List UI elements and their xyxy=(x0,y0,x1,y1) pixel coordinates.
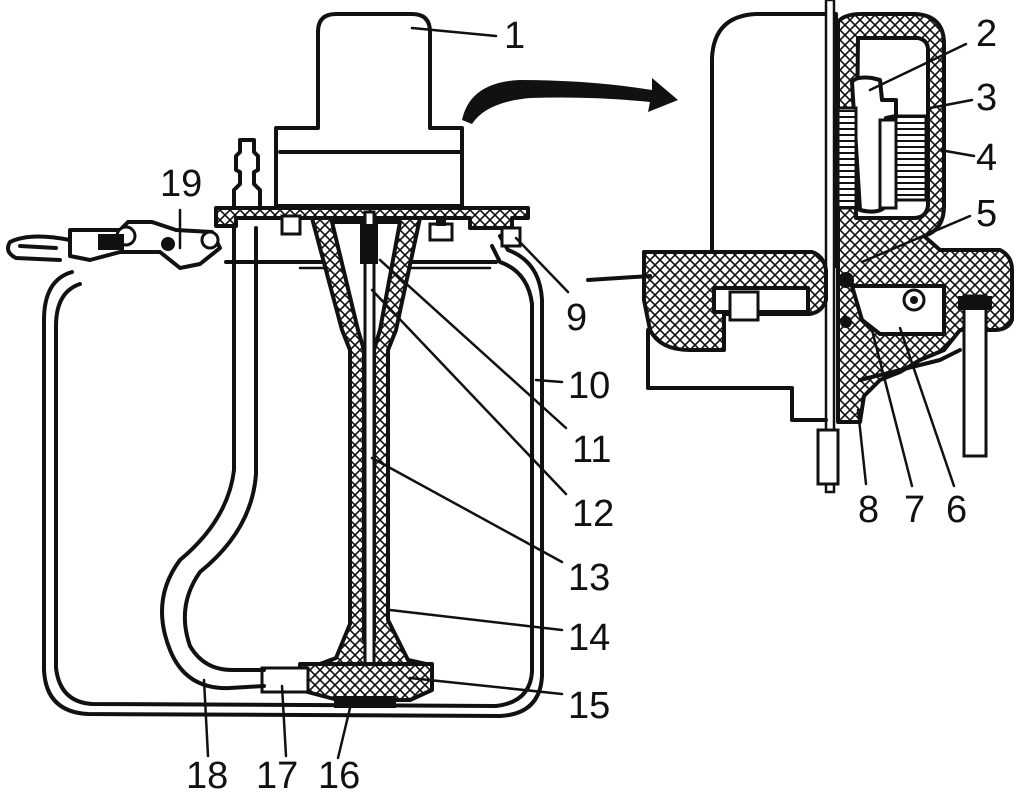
callout-labels: 1 2 3 4 5 6 7 8 9 10 11 12 13 14 15 16 1… xyxy=(160,13,997,794)
callout-3: 3 xyxy=(976,77,997,119)
detail-magnet xyxy=(894,114,928,202)
flange-bolt-left xyxy=(280,214,302,236)
leader-lines-right xyxy=(856,42,976,488)
callout-10: 10 xyxy=(568,365,610,407)
reservoir-assembly xyxy=(6,12,570,760)
cap-latch xyxy=(6,220,222,270)
callout-2: 2 xyxy=(976,13,997,55)
callout-5: 5 xyxy=(976,193,997,235)
tank-outer-wall xyxy=(42,234,544,718)
callout-6: 6 xyxy=(946,489,967,531)
callout-1: 1 xyxy=(504,15,525,57)
callout-17: 17 xyxy=(256,755,298,794)
detail-shaft-tip xyxy=(816,428,840,486)
callout-13: 13 xyxy=(568,557,610,599)
detail-flange-inner xyxy=(712,286,810,314)
tank-inner-wall xyxy=(54,244,534,708)
impeller-disc xyxy=(334,696,396,708)
outlet-hose-outer xyxy=(160,226,266,691)
hose-nipple xyxy=(232,138,262,210)
detail-arrow xyxy=(462,78,678,124)
detail-seal-ring xyxy=(838,272,854,288)
outlet-hose-inner xyxy=(182,226,266,672)
callout-18: 18 xyxy=(186,755,228,794)
detail-rotor xyxy=(850,75,898,214)
callout-4: 4 xyxy=(976,137,997,179)
pump-motor-housing xyxy=(274,12,464,208)
callout-15: 15 xyxy=(568,685,610,727)
detail-spring xyxy=(836,106,858,210)
detail-bolt-right xyxy=(962,294,988,458)
detail-shaft xyxy=(824,0,836,494)
callout-11: 11 xyxy=(572,429,611,471)
leader-lines-left xyxy=(178,26,570,760)
callout-7: 7 xyxy=(904,489,925,531)
flange-bolt-right xyxy=(428,216,454,242)
callout-12: 12 xyxy=(572,493,614,535)
flange-clip-right xyxy=(500,226,522,248)
callout-14: 14 xyxy=(568,617,610,659)
callout-19: 19 xyxy=(160,163,202,205)
detail-lower-outline xyxy=(858,348,962,382)
pump-detail-section xyxy=(586,0,1014,494)
outlet-fitting xyxy=(260,666,310,694)
callout-9: 9 xyxy=(566,297,587,339)
callout-8: 8 xyxy=(858,489,879,531)
shaft-coupling xyxy=(360,224,378,264)
detail-motor-housing xyxy=(710,12,838,268)
detail-screw-left xyxy=(728,290,760,322)
detail-armature xyxy=(878,118,898,210)
impeller-base xyxy=(298,662,434,702)
detail-pin xyxy=(586,274,652,282)
detail-lower-body xyxy=(646,328,828,422)
callout-16: 16 xyxy=(318,755,360,794)
